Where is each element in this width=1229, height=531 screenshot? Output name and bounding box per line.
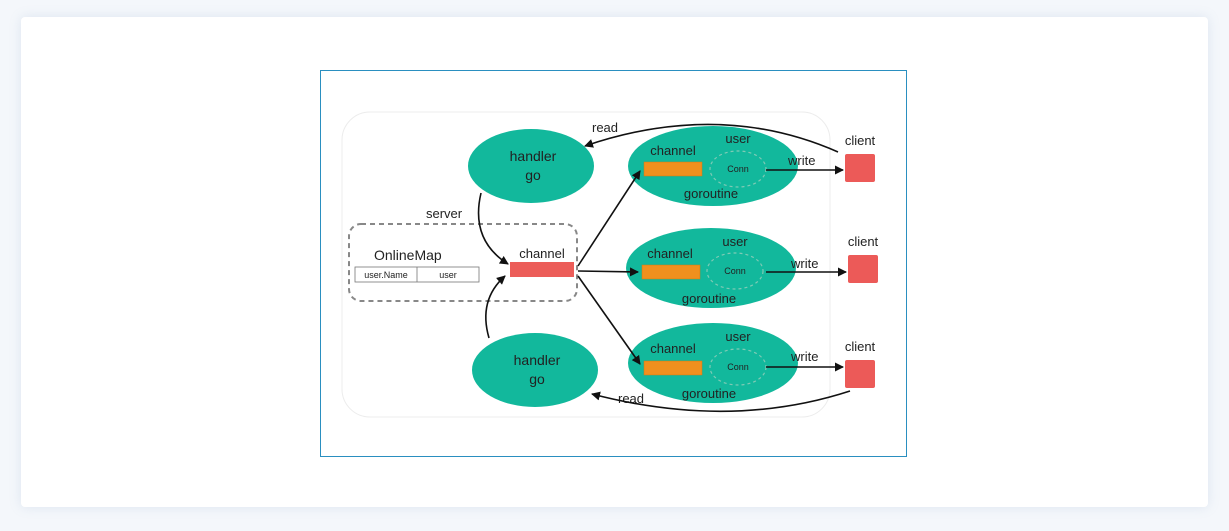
goroutine-3-user-label: user: [725, 329, 751, 344]
diagram-frame: [320, 70, 907, 457]
online-map-title: OnlineMap: [374, 247, 442, 263]
center-channel-label: channel: [519, 246, 565, 261]
server-label: server: [426, 206, 463, 221]
arrow-channel-to-goroutine-3: [577, 275, 641, 365]
inner-panel: [341, 111, 831, 418]
arrows: [477, 123, 851, 413]
client-1: client: [845, 133, 876, 182]
goroutine-1-conn-label: Conn: [727, 164, 749, 174]
goroutine-3-conn-label: Conn: [727, 362, 749, 372]
handler-top-line2: go: [525, 167, 541, 183]
goroutine-2: channel user Conn goroutine: [626, 228, 796, 308]
goroutine-2-user-label: user: [722, 234, 748, 249]
goroutine-1-user-label: user: [725, 131, 751, 146]
goroutine-1-channel-label: channel: [650, 143, 696, 158]
online-map-col-user: user: [439, 270, 457, 280]
write-label-1: write: [787, 153, 815, 168]
center-channel: channel: [510, 246, 574, 277]
client-1-label: client: [845, 133, 876, 148]
handler-go-top: handler go: [468, 129, 594, 203]
client-2: client: [848, 234, 879, 283]
client-2-label: client: [848, 234, 879, 249]
goroutine-2-channel-label: channel: [647, 246, 693, 261]
goroutine-1: channel user Conn goroutine: [628, 126, 798, 206]
write-label-2: write: [790, 256, 818, 271]
handler-bottom-line2: go: [529, 371, 545, 387]
read-label-top: read: [592, 120, 618, 135]
goroutine-3-channel-label: channel: [650, 341, 696, 356]
handler-go-bottom: handler go: [472, 333, 598, 407]
goroutine-1-goroutine-label: goroutine: [684, 186, 738, 201]
write-label-3: write: [790, 349, 818, 364]
client-3-label: client: [845, 339, 876, 354]
handler-bottom-line1: handler: [514, 352, 561, 368]
goroutine-2-goroutine-label: goroutine: [682, 291, 736, 306]
client-3: client: [845, 339, 876, 388]
online-map-col-name: user.Name: [364, 270, 408, 280]
arrow-read-bottom: [591, 390, 851, 413]
goroutine-2-conn-label: Conn: [724, 266, 746, 276]
handler-top-line1: handler: [510, 148, 557, 164]
arrow-read-top: [584, 123, 839, 153]
arrow-handler-bottom-to-channel: [485, 275, 506, 339]
arrow-channel-to-goroutine-2: [577, 267, 639, 277]
online-map-box: OnlineMap user.Name user: [348, 223, 578, 302]
goroutine-3: channel user Conn goroutine: [628, 323, 798, 403]
arrow-channel-to-goroutine-1: [577, 170, 641, 267]
arrow-handler-top-to-channel: [477, 192, 509, 265]
goroutine-3-goroutine-label: goroutine: [682, 386, 736, 401]
